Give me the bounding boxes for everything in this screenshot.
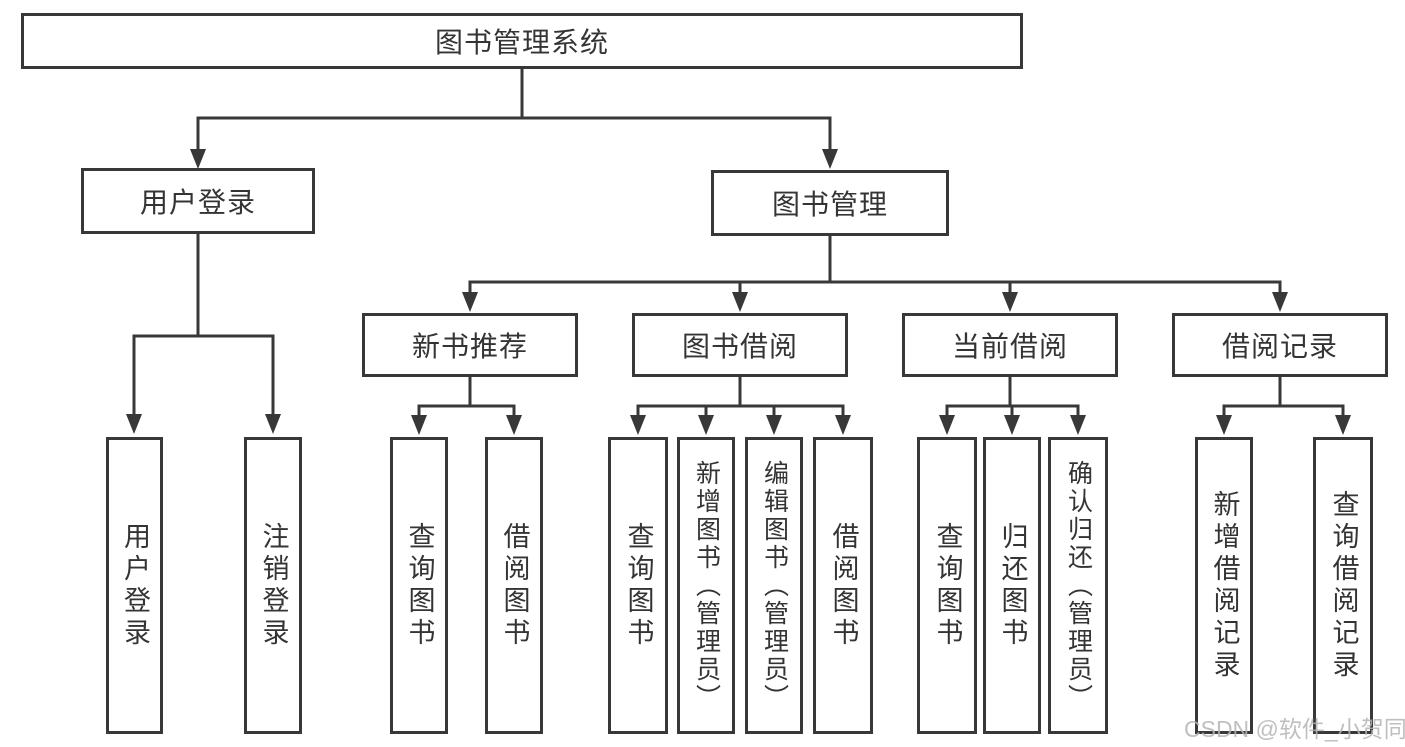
node-current-borrow: 当前借阅	[902, 313, 1118, 377]
leaf-query-borrow-record-label: 查询借阅记录	[1328, 489, 1359, 682]
leaf-add-borrow-record-label: 新增借阅记录	[1209, 489, 1240, 682]
leaf-query-books-recommend-label: 查询图书	[404, 521, 435, 650]
node-user-login-label: 用户登录	[139, 187, 256, 218]
csdn-watermark: CSDN @软件_小贺同学	[1184, 716, 1405, 742]
leaf-add-books-admin: 新增图书（管理员）	[677, 437, 735, 734]
node-root: 图书管理系统	[21, 13, 1023, 69]
node-root-label: 图书管理系统	[434, 27, 609, 58]
node-book-borrow-label: 图书借阅	[681, 331, 798, 362]
leaf-query-borrow-record: 查询借阅记录	[1313, 437, 1373, 734]
node-new-book-recommend: 新书推荐	[362, 313, 578, 377]
leaf-query-books-recommend: 查询图书	[390, 437, 448, 734]
leaf-confirm-return-admin-label: 确认归还（管理员）	[1064, 459, 1093, 712]
leaf-return-books: 归还图书	[983, 437, 1041, 734]
tree-edges	[132, 69, 1345, 417]
node-borrow-records: 借阅记录	[1172, 313, 1388, 377]
leaf-logout: 注销登录	[244, 437, 302, 734]
node-new-book-recommend-label: 新书推荐	[411, 331, 528, 362]
leaf-query-books-borrow-label: 查询图书	[623, 521, 654, 650]
leaf-query-books-borrow: 查询图书	[608, 437, 668, 734]
leaf-user-login-label: 用户登录	[120, 521, 150, 650]
node-book-management: 图书管理	[711, 170, 949, 236]
node-user-login: 用户登录	[81, 168, 315, 234]
leaf-user-login: 用户登录	[106, 437, 163, 734]
leaf-borrow-books-recommend: 借阅图书	[485, 437, 543, 734]
leaf-logout-label: 注销登录	[258, 521, 289, 650]
leaf-query-books-current: 查询图书	[917, 437, 977, 734]
leaf-borrow-books-recommend-label: 借阅图书	[499, 521, 530, 650]
leaf-add-borrow-record: 新增借阅记录	[1195, 437, 1253, 734]
leaf-query-books-current-label: 查询图书	[932, 521, 963, 650]
leaf-confirm-return-admin: 确认归还（管理员）	[1048, 437, 1108, 734]
node-book-management-label: 图书管理	[771, 189, 888, 220]
leaf-borrow-books-borrow-label: 借阅图书	[828, 521, 859, 650]
node-book-borrow: 图书借阅	[632, 313, 848, 377]
leaf-add-books-admin-label: 新增图书（管理员）	[692, 459, 721, 712]
node-borrow-records-label: 借阅记录	[1221, 331, 1338, 362]
leaf-edit-books-admin-label: 编辑图书（管理员）	[760, 459, 789, 712]
leaf-return-books-label: 归还图书	[997, 521, 1028, 650]
arrowheads	[126, 149, 1351, 435]
leaf-edit-books-admin: 编辑图书（管理员）	[745, 437, 803, 734]
leaf-borrow-books-borrow: 借阅图书	[813, 437, 873, 734]
node-current-borrow-label: 当前借阅	[951, 331, 1068, 362]
